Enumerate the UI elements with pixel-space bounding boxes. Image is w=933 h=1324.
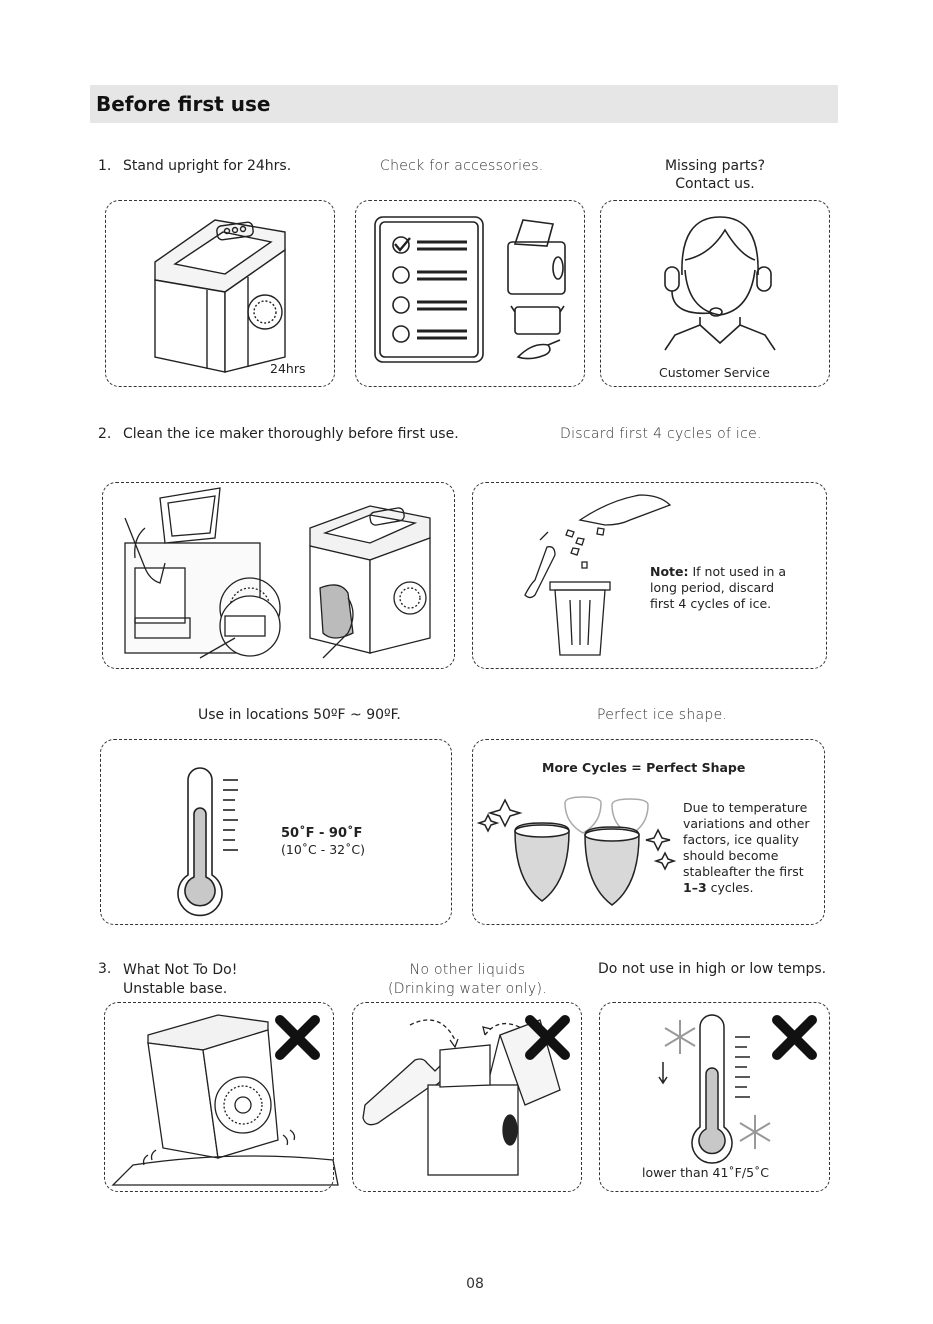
note-line-3: first 4 cycles of ice. — [650, 596, 772, 611]
shape-line-2: variations and other — [683, 816, 810, 831]
ice-shape-box — [472, 739, 825, 925]
temperature-caption: Use in locations 50ºF ~ 90ºF. — [198, 707, 401, 723]
thermometer-icon — [177, 767, 238, 917]
cleaning-illustration — [124, 487, 431, 659]
discard-ice-illustration — [524, 494, 672, 656]
ice-maker-illustration — [154, 219, 286, 373]
cold-thermometer-illustration — [658, 1014, 771, 1164]
missing-parts-line: Missing parts? — [664, 158, 766, 174]
step-2-caption-clean: Clean the ice maker thoroughly before fi… — [123, 426, 459, 442]
other-liquids-box — [352, 1002, 582, 1192]
step-3-number: 3. — [98, 961, 112, 977]
extreme-temps-box — [599, 1002, 830, 1192]
temperature-fahrenheit: 50˚F - 90˚F — [281, 826, 363, 841]
step-1-caption-missing: Missing parts? Contact us. — [620, 158, 810, 192]
unstable-ice-maker-illustration — [111, 1014, 339, 1186]
customer-service-icon — [664, 216, 776, 351]
section-title: Before first use — [96, 92, 271, 116]
shape-line-1: Due to temperature — [683, 800, 808, 815]
prohibited-x-icon-2 — [525, 1015, 570, 1060]
step-3-caption-temps: Do not use in high or low temps. — [598, 961, 827, 977]
unstable-base-box — [104, 1002, 334, 1192]
section-header-bar — [90, 85, 838, 123]
note-line-2: long period, discard — [650, 580, 775, 595]
step-1-caption-accessories: Check for accessories. — [380, 158, 544, 174]
ice-shape-title: More Cycles = Perfect Shape — [542, 760, 746, 775]
shape-line-3: factors, ice quality — [683, 832, 799, 847]
step-3-caption-liquids: No other liquids (Drinking water only). — [370, 961, 565, 999]
step-1-number: 1. — [98, 158, 112, 174]
discard-box — [472, 482, 827, 669]
discard-note: Note: If not used in a long period, disc… — [650, 564, 786, 612]
step-2-caption-discard: Discard first 4 cycles of ice. — [560, 426, 762, 442]
no-liquids-illustration — [362, 1019, 561, 1176]
customer-service-box — [600, 200, 830, 387]
note-label: Note: — [650, 564, 689, 579]
step-2-number: 2. — [98, 426, 112, 442]
page-number: 08 — [466, 1276, 484, 1292]
step-3-caption-dont: What Not To Do! Unstable base. — [123, 961, 237, 999]
upright-duration-label: 24hrs — [270, 361, 306, 376]
shape-line-5: stableafter the first — [683, 864, 804, 879]
temperature-celsius: (10˚C - 32˚C) — [281, 842, 365, 857]
contact-us-line: Contact us. — [675, 176, 755, 192]
temperature-range: 50˚F - 90˚F (10˚C - 32˚C) — [281, 826, 365, 858]
unstable-base: Unstable base. — [123, 981, 228, 997]
ice-cubes-illustration — [476, 796, 677, 906]
upright-box — [105, 200, 335, 387]
shape-cycles-bold: 1–3 — [683, 880, 707, 895]
low-temperature-label: lower than 41˚F/5˚C — [642, 1165, 770, 1180]
temperature-box — [100, 739, 452, 925]
step-1-caption-upright: Stand upright for 24hrs. — [123, 158, 292, 174]
ice-shape-description: Due to temperature variations and other … — [683, 800, 810, 896]
customer-service-label: Customer Service — [659, 365, 770, 380]
note-line-1: If not used in a — [688, 564, 787, 579]
ice-shape-caption: Perfect ice shape. — [597, 707, 728, 723]
checklist-illustration — [374, 216, 566, 363]
cleaning-box — [102, 482, 455, 669]
prohibited-x-icon-3 — [772, 1015, 817, 1060]
shape-line-4: should become — [683, 848, 779, 863]
drinking-water-only: (Drinking water only). — [388, 981, 547, 997]
what-not-to-do: What Not To Do! — [123, 962, 238, 978]
prohibited-x-icon — [275, 1015, 320, 1060]
shape-cycles-rest: cycles. — [706, 880, 754, 895]
accessories-box — [355, 200, 585, 387]
no-other-liquids: No other liquids — [409, 962, 526, 978]
